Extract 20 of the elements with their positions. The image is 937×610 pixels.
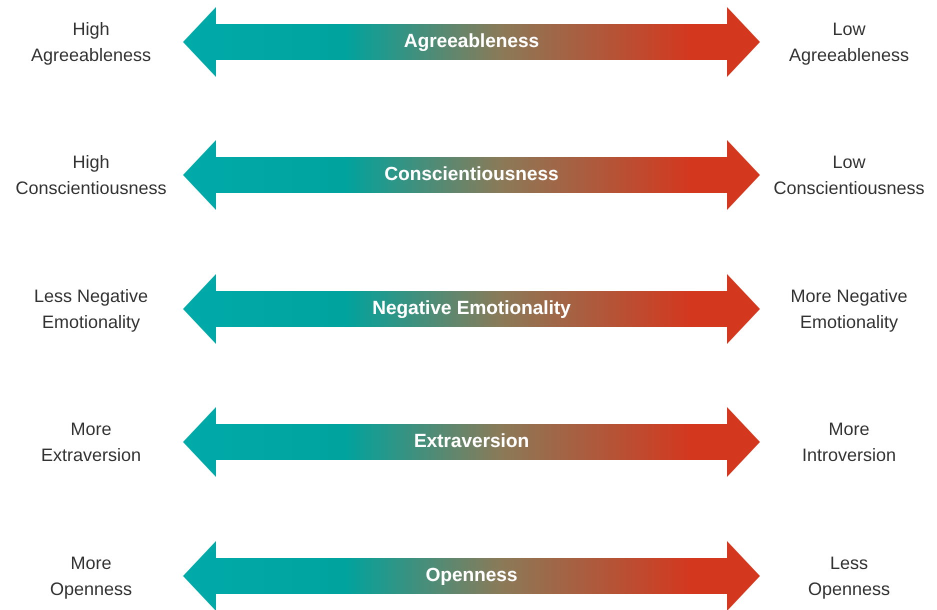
pole-label: Low Conscientiousness [773, 151, 925, 200]
pole-label: More Openness [50, 552, 132, 601]
edge-label: Agreeableness [404, 31, 540, 53]
pole-label: Less Openness [808, 552, 890, 601]
double-arrow [183, 407, 760, 477]
double-arrow [183, 7, 760, 77]
pole-label: More Negative Emotionality [790, 285, 908, 334]
double-arrow [183, 541, 760, 610]
double-arrow [183, 140, 760, 210]
edge-label: Openness [426, 565, 518, 587]
pole-label: More Extraversion [40, 418, 142, 467]
pole-label: High Agreeableness [30, 18, 152, 67]
pole-label: High Conscientiousness [15, 151, 167, 200]
edge-label: Negative Emotionality [372, 298, 571, 320]
double-arrow [183, 274, 760, 344]
edge-label: Extraversion [414, 431, 530, 453]
edge-label: Conscientiousness [384, 164, 559, 186]
pole-label: Less Negative Emotionality [34, 285, 148, 334]
pole-label: Low Agreeableness [788, 18, 910, 67]
pole-label: More Introversion [802, 418, 896, 467]
